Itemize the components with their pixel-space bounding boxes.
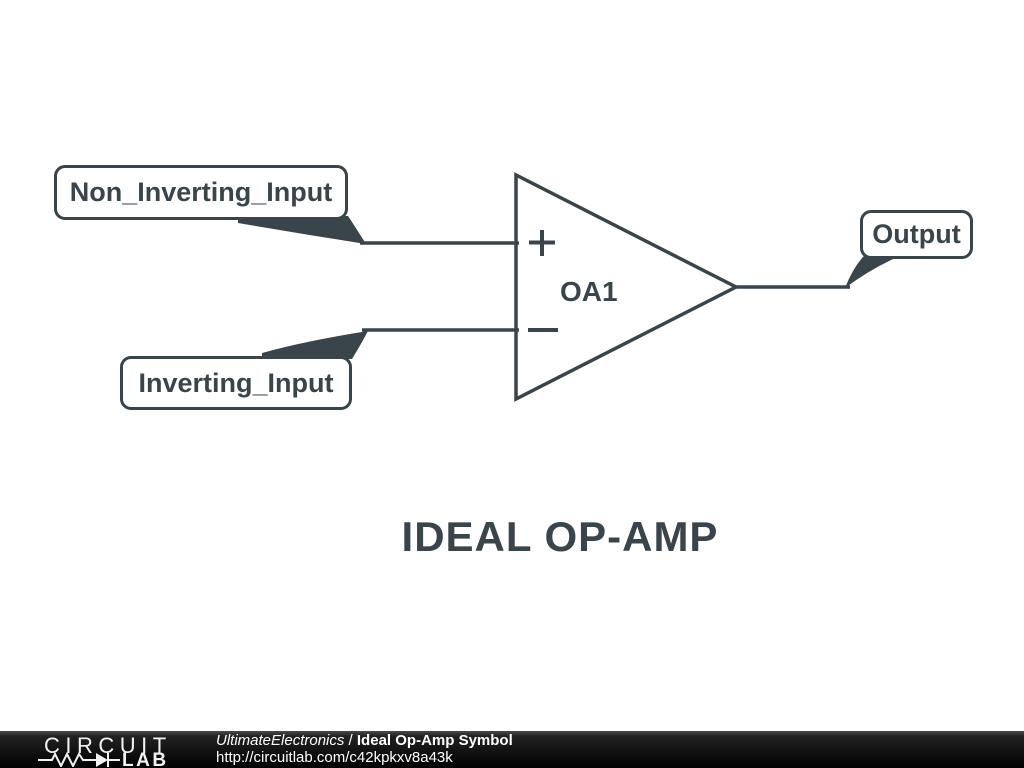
net-label-pointer-output — [845, 256, 900, 288]
net-label-non-inverting-input[interactable]: Non_Inverting_Input — [54, 165, 348, 220]
net-label-pointer-noninverting — [238, 216, 366, 244]
net-label-text: Output — [872, 219, 961, 249]
attribution-separator: / — [344, 732, 357, 749]
net-label-text: Non_Inverting_Input — [69, 177, 333, 207]
schematic-title[interactable]: IDEAL OP-AMP — [401, 513, 719, 560]
circuitlab-logo: CIRCUIT LAB — [38, 733, 172, 767]
attribution-url: http://circuitlab.com/c42kpkxv8a43k — [216, 748, 453, 766]
logo-word-lab: LAB — [122, 750, 169, 767]
logo-word-circuit: CIRCUIT — [44, 733, 172, 758]
attribution-author: UltimateElectronics — [216, 732, 345, 749]
attribution-block: UltimateElectronics / Ideal Op-Amp Symbo… — [216, 732, 513, 766]
net-label-pointer-inverting — [262, 331, 368, 359]
plus-icon — [529, 230, 555, 256]
logo-diode-triangle-icon — [96, 753, 108, 767]
attribution-title: Ideal Op-Amp Symbol — [356, 732, 513, 749]
net-label-text: Inverting_Input — [138, 367, 334, 398]
net-label-output[interactable]: Output — [860, 210, 973, 259]
opamp-body[interactable] — [514, 172, 740, 402]
attribution-line: UltimateElectronics / Ideal Op-Amp Symbo… — [216, 732, 513, 750]
footer-bar: CIRCUIT LAB UltimateElectronics / Ideal … — [0, 731, 1024, 768]
opamp-designator[interactable]: OA1 — [560, 276, 618, 307]
net-label-inverting-input[interactable]: Inverting_Input — [120, 356, 352, 410]
